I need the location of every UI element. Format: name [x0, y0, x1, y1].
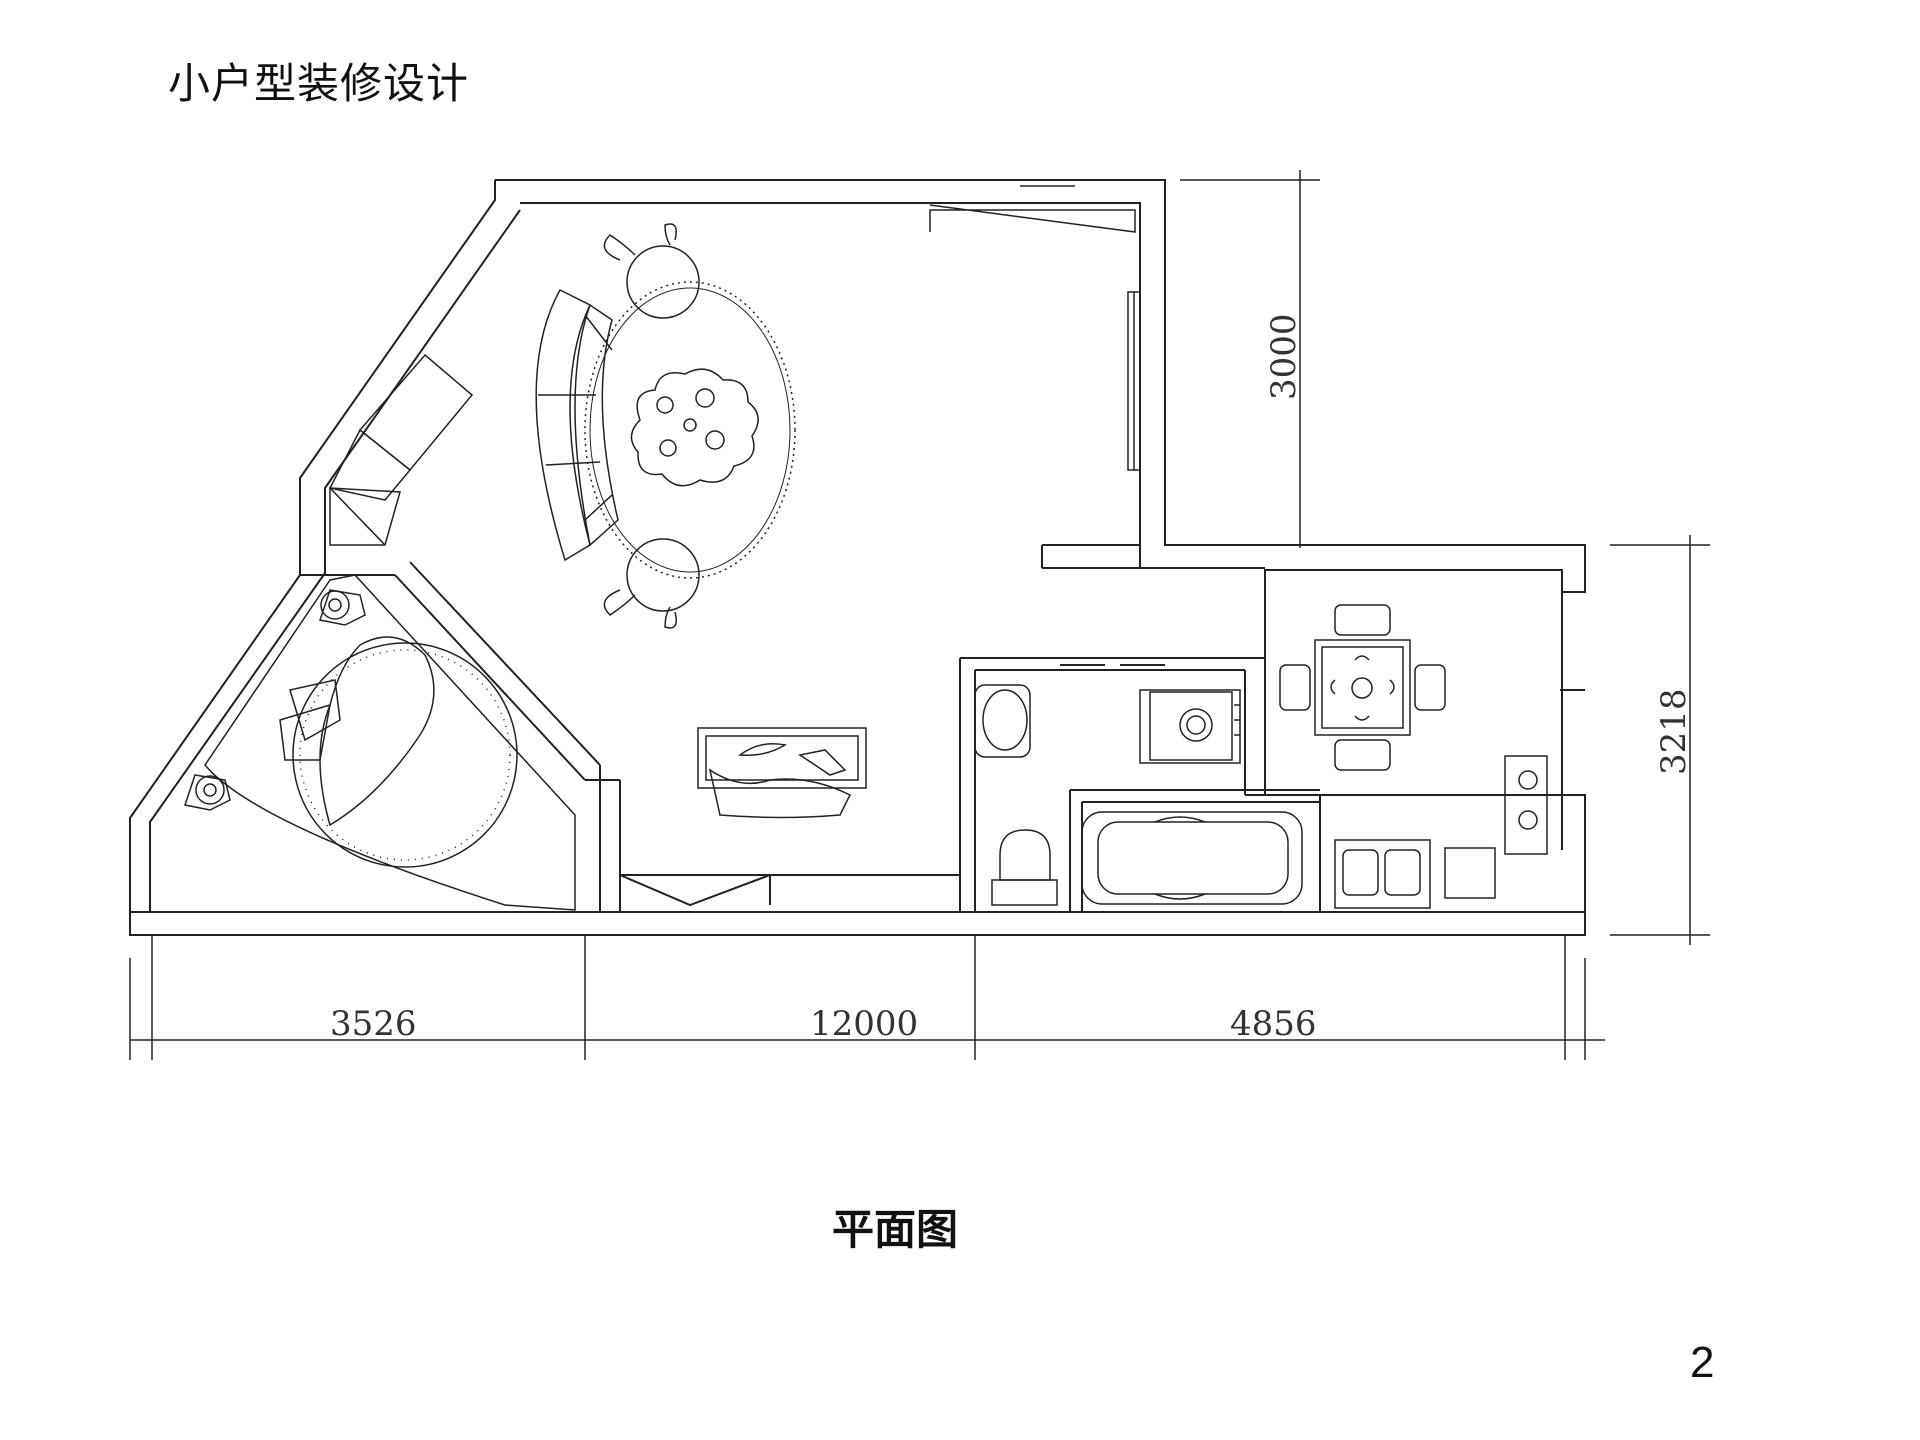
dim-bottom-total: 12000 — [810, 1004, 918, 1044]
gas-stove — [1504, 755, 1548, 855]
desk — [697, 727, 867, 819]
coffee-table — [630, 368, 759, 487]
dim-bottom-right: 4856 — [1230, 1004, 1317, 1044]
sofa — [535, 289, 619, 562]
round-bed — [184, 574, 576, 911]
windows — [929, 179, 1141, 471]
dimension-lines — [129, 170, 1710, 1060]
cabinet-units — [328, 353, 474, 546]
page-number: 2 — [1690, 1338, 1715, 1387]
rug — [584, 281, 796, 579]
dining-set — [1279, 604, 1446, 771]
washing-machine — [1139, 689, 1241, 764]
kitchen-counter — [1334, 839, 1496, 909]
toilet — [991, 829, 1058, 906]
armchair-top — [603, 223, 700, 319]
dim-bottom-left: 3526 — [330, 1004, 417, 1044]
exterior-walls — [129, 179, 1586, 936]
dim-right-upper: 3000 — [1264, 313, 1304, 400]
plan-caption: 平面图 — [831, 1205, 958, 1254]
washbasin — [974, 684, 1031, 758]
dim-right-lower: 3218 — [1654, 688, 1694, 775]
page-title: 小户型装修设计 — [168, 59, 470, 108]
interior-walls — [300, 561, 1321, 912]
bathtub — [1081, 811, 1303, 905]
armchair-bottom — [603, 538, 700, 629]
